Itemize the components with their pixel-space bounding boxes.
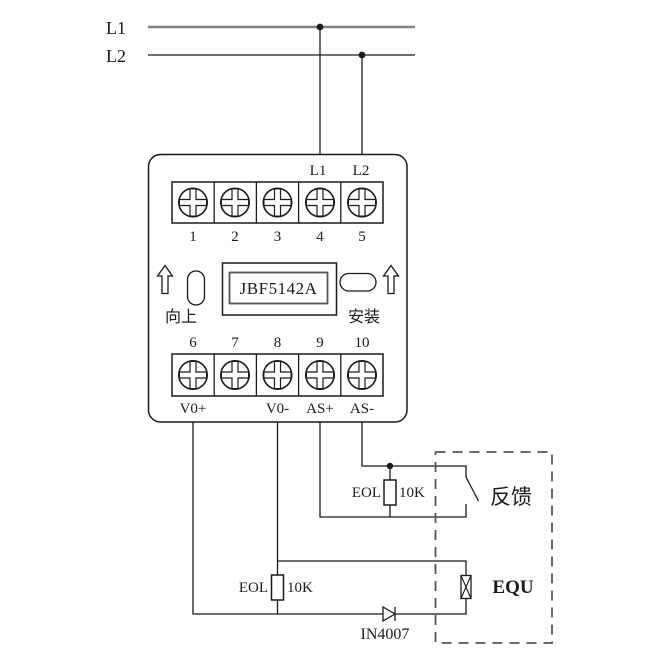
- wire-equ-top: [277, 560, 467, 576]
- terminal-number: 6: [189, 335, 197, 351]
- terminal-asplus-label: AS+: [306, 401, 334, 417]
- screw-terminal-icon: [262, 359, 293, 391]
- bottom-terminal-labels: V0+ V0- AS+ AS-: [180, 401, 374, 417]
- wire-as-minus: [361, 422, 467, 477]
- screw-terminal-icon: [262, 187, 293, 218]
- screw-terminal-icon: [178, 359, 208, 391]
- terminal-number: 3: [274, 229, 282, 245]
- terminal5-label: L2: [353, 163, 370, 179]
- up-arrow-icon: [156, 264, 174, 295]
- terminal-number: 7: [231, 335, 239, 351]
- terminal4-label: L1: [310, 163, 327, 179]
- model-plate-inner: [228, 271, 329, 305]
- wire-v0-plus: [192, 422, 383, 615]
- equipment-device-icon: [460, 574, 472, 600]
- eol-feedback-label: EOL: [352, 485, 381, 501]
- install-label: 安装: [348, 308, 380, 326]
- screw-terminal-icon: [346, 359, 378, 391]
- mount-slot-vertical: [186, 270, 206, 306]
- terminal-asminus-label: AS-: [350, 401, 374, 417]
- model-number: JBF5142A: [240, 279, 318, 298]
- terminal-number: 5: [358, 229, 366, 245]
- up-label: 向上: [165, 308, 197, 326]
- eol-feedback-value: 10K: [399, 485, 425, 501]
- wire-as-plus: [319, 422, 467, 518]
- screw-terminal-icon: [346, 187, 378, 218]
- top-terminal-numbers: 1 2 3 4 5: [189, 229, 366, 245]
- bottom-terminal-numbers: 6 7 8 9 10: [189, 335, 369, 351]
- eol-output-resistor: [270, 574, 285, 601]
- screw-terminal-icon: [178, 187, 208, 218]
- screw-terminal-icon: [220, 359, 250, 391]
- feedback-label: 反馈: [490, 485, 532, 509]
- equipment-dashed-box: [434, 451, 553, 644]
- wire-diode-out: [395, 598, 467, 615]
- mount-slot-horizontal: [339, 272, 377, 292]
- eol-output-value: 10K: [287, 580, 313, 596]
- screw-terminal-icon: [220, 187, 250, 218]
- terminal-number: 1: [189, 229, 197, 245]
- power-l2-label: L2: [106, 46, 126, 66]
- bottom-terminal-strip: [171, 353, 384, 397]
- screw-terminal-icon: [304, 359, 336, 391]
- power-l1-label: L1: [106, 18, 126, 38]
- eol-feedback-resistor: [383, 479, 397, 506]
- switch-blade: [465, 476, 480, 502]
- equipment-label: EQU: [492, 577, 533, 598]
- terminal-number: 4: [316, 229, 324, 245]
- screw-terminal-icon: [304, 187, 336, 218]
- diode-icon: [382, 605, 397, 623]
- top-terminal-strip: [171, 181, 384, 224]
- eol-output-label: EOL: [239, 580, 268, 596]
- up-arrow-icon: [382, 264, 400, 295]
- terminal-v0minus-label: V0-: [266, 401, 289, 417]
- terminal-number: 8: [274, 335, 282, 351]
- terminal-number: 2: [231, 229, 239, 245]
- terminal-v0plus-label: V0+: [180, 401, 207, 417]
- terminal-number: 10: [355, 335, 370, 351]
- terminal-number: 9: [316, 335, 324, 351]
- diode-label: IN4007: [361, 626, 410, 643]
